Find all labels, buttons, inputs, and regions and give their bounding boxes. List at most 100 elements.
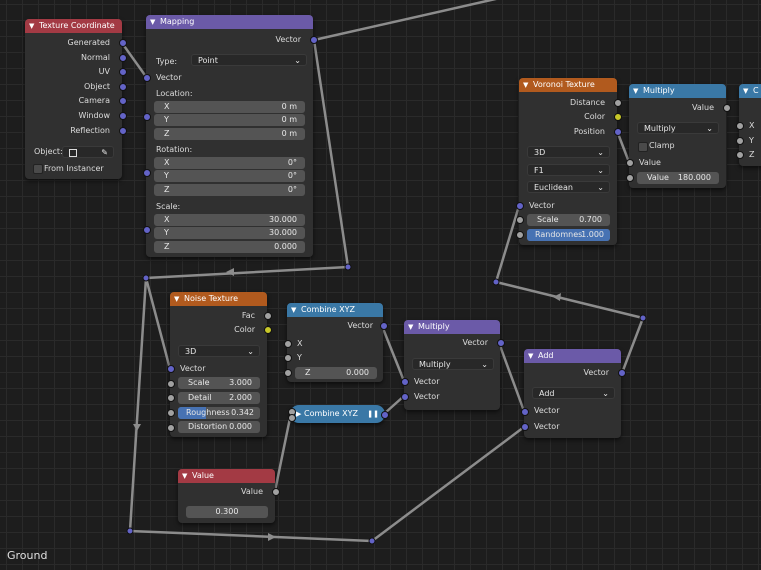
- socket-vector-in[interactable]: [143, 74, 151, 82]
- collapse-icon[interactable]: ▼: [408, 323, 414, 331]
- socket-vector-out[interactable]: [497, 339, 505, 347]
- socket-distance[interactable]: [614, 99, 622, 107]
- operation-dropdown[interactable]: Multiply⌄: [412, 358, 494, 370]
- socket-vector-out[interactable]: [618, 369, 626, 377]
- socket-camera[interactable]: [119, 97, 127, 105]
- socket-vector-out[interactable]: [310, 36, 318, 44]
- socket-vector-in[interactable]: [516, 202, 524, 210]
- dimensions-dropdown[interactable]: 3D⌄: [178, 345, 260, 357]
- collapse-icon[interactable]: ▼: [743, 87, 749, 95]
- socket-rotation[interactable]: [143, 169, 151, 177]
- collapse-icon[interactable]: ▼: [182, 472, 188, 480]
- socket-color[interactable]: [264, 326, 272, 334]
- socket-z[interactable]: [284, 369, 292, 377]
- voronoi-texture-node[interactable]: ▼Voronoi Texture Distance Color Position…: [516, 78, 622, 245]
- clamp-checkbox[interactable]: [638, 142, 648, 152]
- socket-detail[interactable]: [167, 394, 175, 402]
- noise-texture-node[interactable]: ▼Noise Texture Fac Color 3D⌄ Vector Scal…: [167, 292, 272, 437]
- node-header[interactable]: ▼Add: [524, 349, 621, 363]
- node-header[interactable]: ▼Texture Coordinate: [25, 19, 122, 33]
- texture-coordinate-node[interactable]: ▼Texture Coordinate Generated Normal UV …: [25, 19, 127, 179]
- value-field[interactable]: 0.300: [186, 506, 268, 518]
- socket-x[interactable]: [736, 122, 744, 130]
- multiply-vector-node[interactable]: ▼Multiply Vector Multiply⌄ Vector Vector: [401, 320, 505, 410]
- socket-window[interactable]: [119, 112, 127, 120]
- socket-location[interactable]: [143, 113, 151, 121]
- socket-value-in2[interactable]: [626, 174, 634, 182]
- collapse-icon[interactable]: ▼: [29, 22, 35, 30]
- socket-vector-in[interactable]: [167, 365, 175, 373]
- socket-value-in1[interactable]: [626, 159, 634, 167]
- socket-x[interactable]: [284, 340, 292, 348]
- socket-scale[interactable]: [516, 216, 524, 224]
- socket-object[interactable]: [119, 83, 127, 91]
- socket-scale[interactable]: [143, 226, 151, 234]
- collapse-icon[interactable]: ▼: [523, 81, 529, 89]
- collapse-icon[interactable]: ▼: [174, 295, 180, 303]
- metric-dropdown[interactable]: Euclidean⌄: [527, 181, 610, 193]
- dimensions-dropdown[interactable]: 3D⌄: [527, 146, 610, 158]
- eyedropper-icon[interactable]: ✎: [101, 148, 108, 157]
- socket-color[interactable]: [614, 113, 622, 121]
- socket-vector-in2[interactable]: [521, 423, 529, 431]
- feature-dropdown[interactable]: F1⌄: [527, 164, 610, 176]
- combine-xyz-node-partial[interactable]: ▼C X Y Z: [736, 84, 761, 166]
- socket-normal[interactable]: [119, 54, 127, 62]
- node-header[interactable]: ▼Value: [178, 469, 275, 483]
- socket-vector-in1[interactable]: [521, 408, 529, 416]
- type-dropdown[interactable]: Point⌄: [191, 54, 307, 66]
- operation-dropdown[interactable]: Multiply⌄: [637, 122, 719, 134]
- socket-fac[interactable]: [264, 312, 272, 320]
- from-instancer-checkbox[interactable]: [33, 164, 43, 174]
- socket-y[interactable]: [288, 414, 296, 422]
- multiply-value-node[interactable]: ▼Multiply Value Multiply⌄ Clamp Value Va…: [626, 84, 731, 188]
- socket-y[interactable]: [736, 137, 744, 145]
- node-header[interactable]: ▼Multiply: [629, 84, 726, 98]
- socket-uv[interactable]: [119, 68, 127, 76]
- node-header[interactable]: ▼Mapping: [146, 15, 313, 29]
- socket-randomness[interactable]: [516, 231, 524, 239]
- socket-y[interactable]: [284, 354, 292, 362]
- collapse-icon[interactable]: ▼: [150, 18, 156, 26]
- collapse-icon[interactable]: ▼: [291, 306, 297, 314]
- socket-vector-out[interactable]: [380, 322, 388, 330]
- node-header[interactable]: ▼Noise Texture: [170, 292, 267, 306]
- socket-vector-in1[interactable]: [401, 378, 409, 386]
- socket-z[interactable]: [736, 151, 744, 159]
- socket-vector-in2[interactable]: [401, 393, 409, 401]
- socket-generated[interactable]: [119, 39, 127, 47]
- combine-xyz-collapsed-node[interactable]: ▶ Combine XYZ ❚❚: [288, 405, 389, 423]
- socket-vector-out[interactable]: [381, 411, 389, 419]
- node-header[interactable]: ▼Combine XYZ: [287, 303, 383, 317]
- collapse-icon[interactable]: ▼: [633, 87, 639, 95]
- value-node[interactable]: ▼Value Value 0.300: [178, 469, 280, 523]
- socket-value-out[interactable]: [272, 488, 280, 496]
- node-header[interactable]: ▼C: [739, 84, 761, 98]
- node-header[interactable]: ▼Multiply: [404, 320, 500, 334]
- socket-value-out[interactable]: [723, 104, 731, 112]
- operation-dropdown[interactable]: Add⌄: [532, 387, 615, 399]
- expand-icon[interactable]: ▶: [296, 410, 302, 418]
- object-field[interactable]: ✎: [62, 146, 114, 158]
- node-header[interactable]: ▼Voronoi Texture: [519, 78, 617, 92]
- add-vector-node[interactable]: ▼Add Vector Add⌄ Vector Vector: [521, 349, 626, 438]
- socket-distortion[interactable]: [167, 424, 175, 432]
- socket-reflection[interactable]: [119, 127, 127, 135]
